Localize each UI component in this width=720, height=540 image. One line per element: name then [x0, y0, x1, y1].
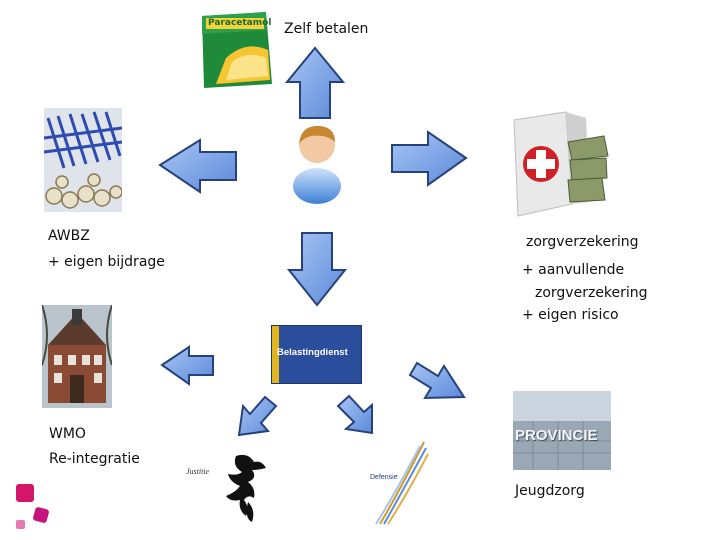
arrow-left-lower	[162, 347, 213, 384]
arrow-down-right-small	[338, 396, 372, 433]
defensie-logo-image: Defensie	[370, 440, 430, 525]
defensie-label: Defensie	[370, 474, 398, 481]
justitie-label: Justitie	[186, 467, 209, 476]
jeugdzorg-label: Jeugdzorg	[515, 481, 585, 501]
re-integratie-label: Re-integratie	[49, 449, 140, 469]
arrow-down-left	[239, 397, 276, 435]
paracetamol-box-image: Paracetamol	[196, 10, 276, 90]
decorative-squares-icon	[10, 482, 58, 534]
paracetamol-label: Paracetamol	[208, 18, 271, 28]
provincie-image: PROVINCIE	[513, 391, 611, 470]
belastingdienst-logo: Belastingdienst	[271, 325, 362, 384]
awbz-label: AWBZ	[48, 226, 90, 246]
person-icon	[287, 120, 347, 205]
first-aid-money-image	[506, 108, 611, 218]
provincie-label: PROVINCIE	[515, 427, 598, 444]
arrow-down	[289, 233, 345, 305]
aanvullende-zorgverzekering-label: zorgverzekering	[535, 283, 648, 303]
belastingdienst-label: Belastingdienst	[277, 347, 348, 358]
arrow-down-right	[410, 363, 464, 398]
arrow-left	[160, 140, 236, 192]
eigen-risico-label: + eigen risico	[522, 305, 619, 325]
aanvullende-label: + aanvullende	[522, 260, 624, 280]
arrow-right	[392, 132, 466, 185]
zorgverzekering-label: zorgverzekering	[526, 232, 639, 252]
arrow-up	[287, 48, 343, 118]
wheelchairs-image	[44, 108, 122, 212]
eigen-bijdrage-label: + eigen bijdrage	[48, 252, 165, 272]
zelf-betalen-label: Zelf betalen	[284, 19, 368, 39]
town-hall-image	[42, 305, 112, 408]
justitie-logo-image	[218, 452, 274, 524]
wmo-label: WMO	[49, 424, 86, 444]
